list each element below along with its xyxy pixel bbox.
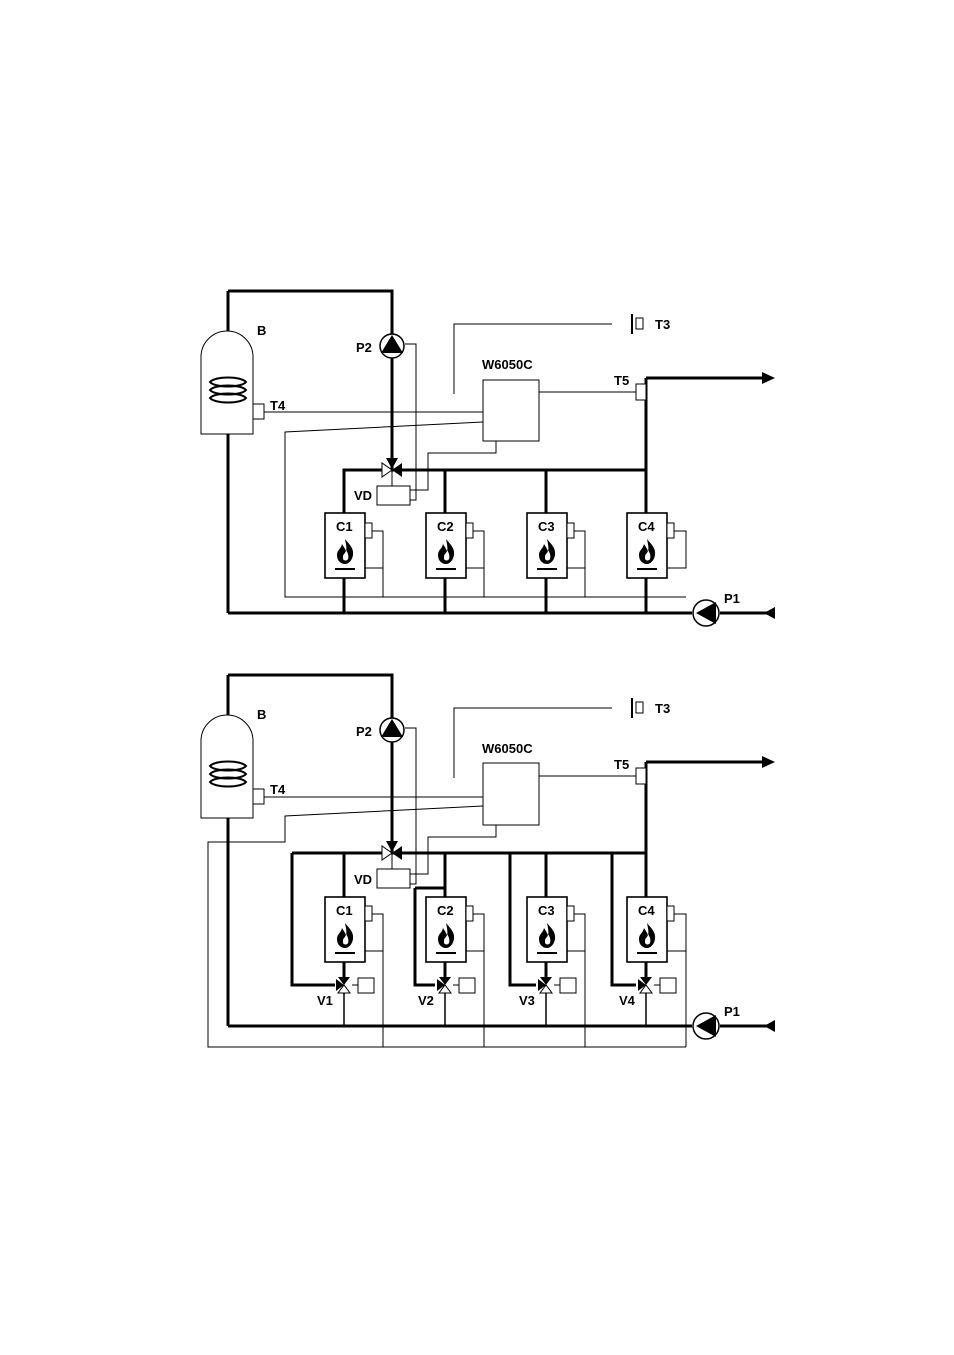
boiler-c3-label-2: C3 [538,903,555,918]
boiler-c3-label: C3 [538,519,555,534]
pump-p1-icon [693,600,719,626]
tank-label: B [257,323,266,338]
controller-box-2 [483,763,539,825]
boiler-c3: C3 [527,513,574,578]
v1-label: V1 [317,993,333,1008]
diagram-2: B T4 T3 W6050C T5 P2 VD [201,675,775,1047]
boiler-c2-2: C2 [426,897,473,962]
p2-label: P2 [356,340,372,355]
p1-label: P1 [724,591,740,606]
storage-tank [201,331,253,434]
vd-label: VD [354,488,372,503]
boiler-c2: C2 [426,513,473,578]
boiler-c4-label: C4 [638,519,655,534]
t4-label-2: T4 [270,782,286,797]
boiler-c1-label-2: C1 [336,903,353,918]
t5-sensor-2 [636,768,646,784]
controller-box [483,380,539,441]
boiler-c2-label-2: C2 [437,903,454,918]
storage-tank-2 [201,715,253,818]
t3-label-2: T3 [655,701,670,716]
boiler-c1-2: C1 [325,897,372,962]
t4-sensor [253,404,264,419]
pipes-valve-out [344,993,646,1026]
v3-label: V3 [519,993,535,1008]
vd-label-2: VD [354,872,372,887]
boiler-c1-label: C1 [336,519,353,534]
p1-label-2: P1 [724,1004,740,1019]
p2-label-2: P2 [356,724,372,739]
boiler-c2-label: C2 [437,519,454,534]
pipes-thick [228,291,775,613]
t3-label: T3 [655,317,670,332]
boiler-c1: C1 [325,513,372,578]
controller-label: W6050C [482,357,533,372]
v4-label: V4 [619,993,636,1008]
t5-sensor [636,384,646,400]
t5-label: T5 [614,373,629,388]
boiler-c4-label-2: C4 [638,903,655,918]
boiler-c4: C4 [627,513,674,578]
pump-p1-icon-2 [693,1013,719,1039]
t4-label: T4 [270,398,286,413]
pump-p2-icon-2 [380,718,404,742]
tank-label-2: B [257,707,266,722]
pump-p2-icon [380,334,404,358]
diagram-1: B T4 T3 W6050C T5 P2 VD [201,291,775,626]
boiler-c4-2: C4 [627,897,674,962]
t5-label-2: T5 [614,757,629,772]
diverter-valve-icon [377,458,410,505]
boiler-c3-2: C3 [527,897,574,962]
diverter-valve-icon-2 [377,841,410,888]
v2-label: V2 [418,993,434,1008]
controller-label-2: W6050C [482,741,533,756]
t4-sensor-2 [253,789,264,804]
pipes-thick-2 [228,675,775,1026]
